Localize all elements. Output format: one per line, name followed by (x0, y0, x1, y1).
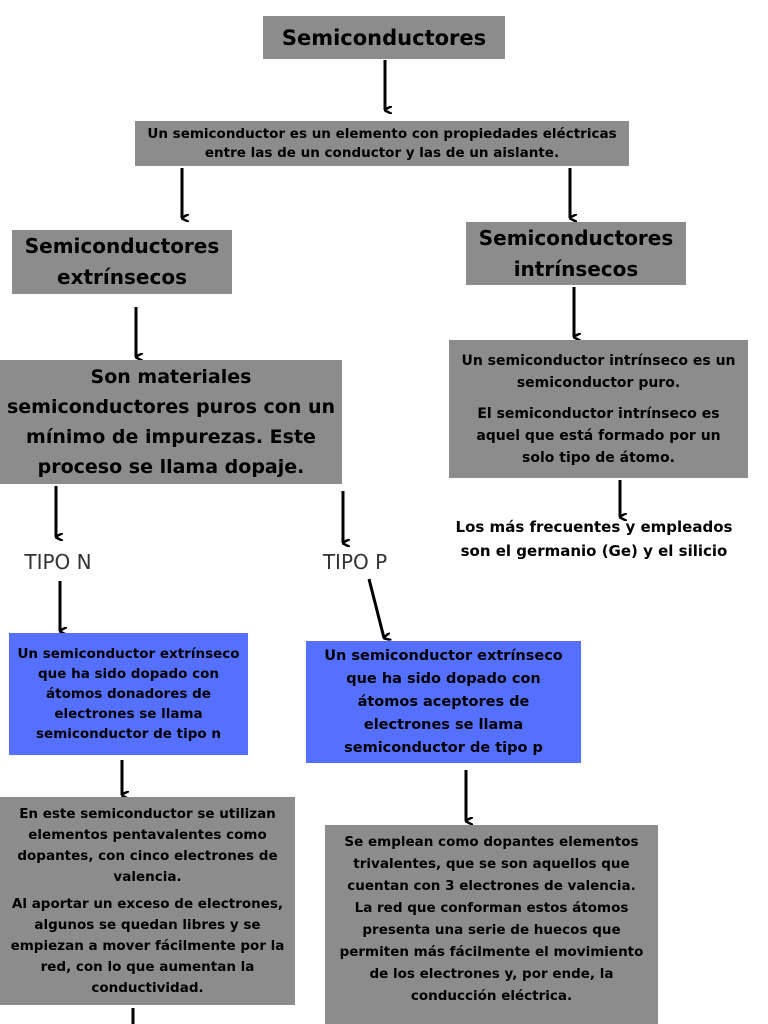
type-n-detail-box: En este semiconductor se utilizan elemen… (0, 797, 295, 1005)
tipo-p-label: TIPO P (322, 550, 388, 574)
definition-box: Un semiconductor es un elemento con prop… (135, 121, 629, 166)
intrinsic-heading: Semiconductores intrínsecos (478, 225, 674, 281)
type-p-definition-box: Un semiconductor extrínseco que ha sido … (306, 641, 581, 763)
extrinsic-description-box: Son materiales semiconductores puros con… (0, 360, 342, 484)
arrow-tipo-p-to-definition (367, 578, 384, 638)
intrinsic-heading-box: Semiconductores intrínsecos (466, 222, 686, 285)
extrinsic-heading-box: Semiconductores extrínsecos (12, 230, 232, 294)
title-text: Semiconductores (281, 25, 487, 50)
intrinsic-elements-text: Los más frecuentes y empleados son el ge… (455, 518, 733, 560)
tipo-n-label: TIPO N (24, 550, 92, 574)
type-p-definition: Un semiconductor extrínseco que ha sido … (324, 647, 563, 756)
extrinsic-description: Son materiales semiconductores puros con… (6, 366, 336, 478)
title-box: Semiconductores (263, 16, 505, 59)
intrinsic-description-2: El semiconductor intrínseco es aquel que… (476, 405, 721, 466)
intrinsic-description-1: Un semiconductor intrínseco es un semico… (461, 352, 736, 391)
intrinsic-description-box: Un semiconductor intrínseco es un semico… (449, 340, 748, 478)
type-n-definition: Un semiconductor extrínseco que ha sido … (17, 646, 240, 742)
type-n-detail-2: Al aportar un exceso de electrones, algu… (10, 895, 285, 996)
type-n-definition-box: Un semiconductor extrínseco que ha sido … (9, 633, 248, 755)
extrinsic-heading: Semiconductores extrínsecos (24, 234, 220, 289)
type-p-detail-box: Se emplean como dopantes elementos triva… (325, 825, 658, 1024)
type-p-detail-2: La red que conforman estos átomos presen… (339, 900, 644, 1004)
definition-text: Un semiconductor es un elemento con prop… (147, 125, 617, 161)
type-p-detail-1: Se emplean como dopantes elementos triva… (344, 834, 639, 894)
type-n-detail-1: En este semiconductor se utilizan elemen… (17, 805, 278, 885)
